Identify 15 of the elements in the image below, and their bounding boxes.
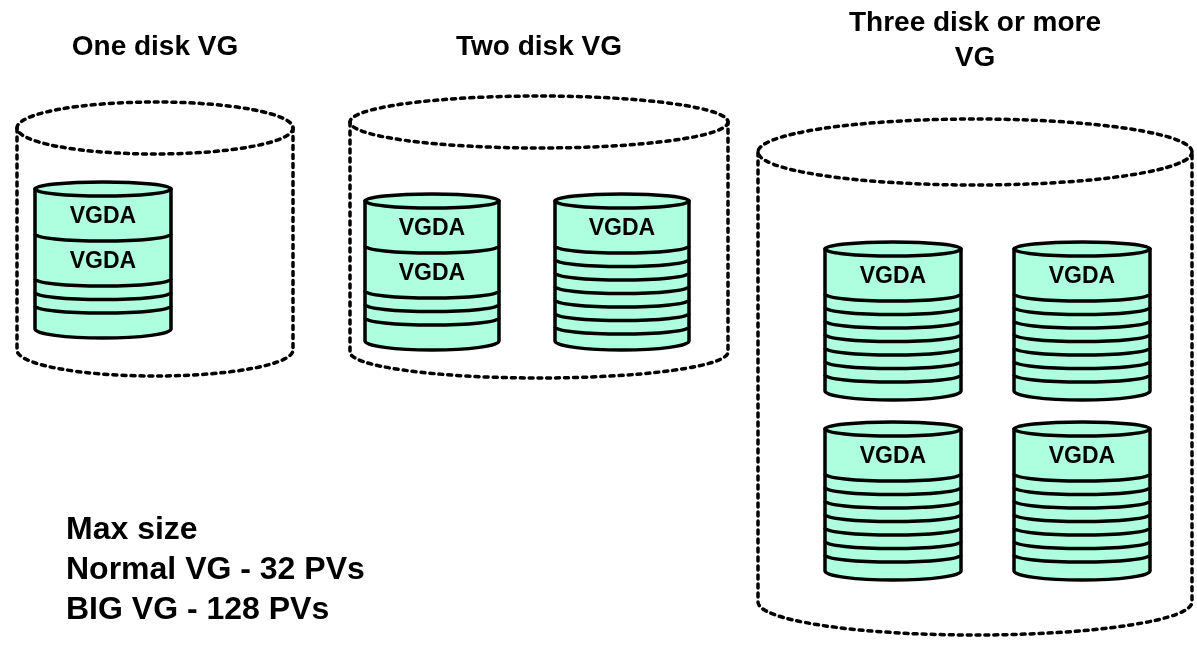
disk-label: VGDA (398, 214, 466, 241)
note-text: Normal VG - 32 PVs (66, 549, 365, 588)
group-heading: One disk VG (70, 29, 240, 63)
disk-label: VGDA (1048, 262, 1116, 289)
note-text: BIG VG - 128 PVs (66, 589, 330, 628)
disk-label: VGDA (1048, 442, 1116, 469)
disk-label: VGDA (859, 442, 927, 469)
disk-label: VGDA (588, 214, 656, 241)
disk-label: VGDA (69, 202, 137, 229)
note-text: Max size (66, 509, 198, 548)
group-heading: Three disk or more VG (847, 5, 1103, 74)
disk-label: VGDA (398, 259, 466, 286)
disk-label: VGDA (69, 247, 137, 274)
disk-label: VGDA (859, 262, 927, 289)
group-heading: Two disk VG (455, 29, 623, 63)
